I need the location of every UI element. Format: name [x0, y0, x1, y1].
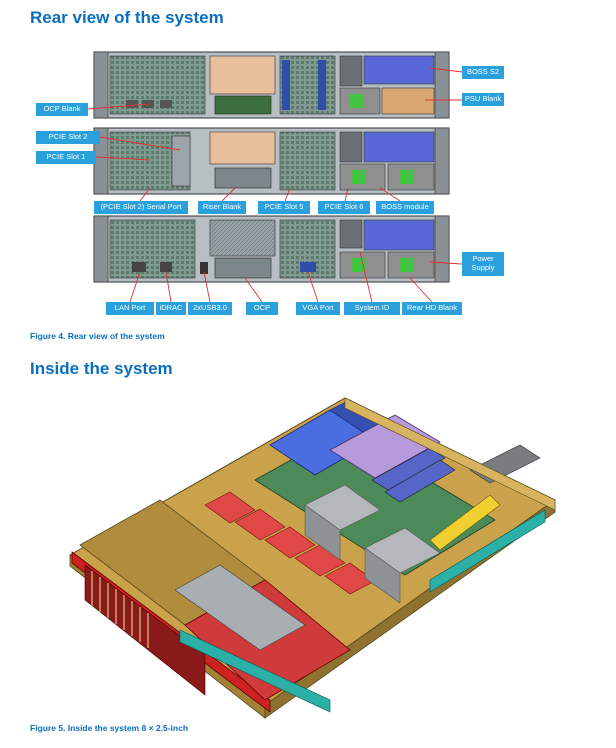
callout-system-id: System ID [344, 302, 400, 315]
rear-view-figure [87, 51, 463, 303]
callout-vga-port: VGA Port [296, 302, 340, 315]
callout-power-supply: Power Supply [462, 252, 504, 276]
figure-4-caption: Figure 4. Rear view of the system [30, 331, 165, 341]
chassis-rear-3 [93, 215, 450, 283]
callout-serial-port: (PCIE Slot 2) Serial Port [94, 201, 188, 214]
callout-riser-blank: Riser Blank [198, 201, 246, 214]
figure-5-caption: Figure 5. Inside the system 8 × 2.5-inch [30, 723, 189, 733]
callout-leaders [87, 67, 463, 303]
chassis-rear-1 [93, 51, 450, 119]
callout-pcie-slot-2: PCIE Slot 2 [36, 131, 100, 144]
section-title-rear-view: Rear view of the system [30, 8, 224, 27]
callout-ocp-blank: OCP Blank [36, 103, 88, 116]
chassis-rear-2 [93, 127, 450, 195]
section-title-inside: Inside the system [30, 359, 173, 378]
callout-pcie-slot-6: PCIE Slot 6 [318, 201, 370, 214]
callout-ocp: OCP [246, 302, 278, 315]
callout-power-supply-line1: Power [472, 254, 494, 264]
callout-psu-blank: PSU Blank [462, 93, 504, 106]
callout-power-supply-line2: Supply [471, 263, 495, 272]
callout-usb: 2xUSB3.0 [188, 302, 232, 315]
callout-rear-hd-blank: Rear HD Blank [402, 302, 462, 315]
callout-pcie-slot-1: PCIE Slot 1 [36, 151, 96, 164]
callout-idrac: iDRAC [156, 302, 186, 315]
callout-boss-s2: BOSS S2 [462, 66, 504, 79]
callout-lan-port: LAN Port [106, 302, 154, 315]
callout-pcie-slot-5: PCIE Slot 5 [258, 201, 310, 214]
callout-boss-module: BOSS module [376, 201, 434, 214]
